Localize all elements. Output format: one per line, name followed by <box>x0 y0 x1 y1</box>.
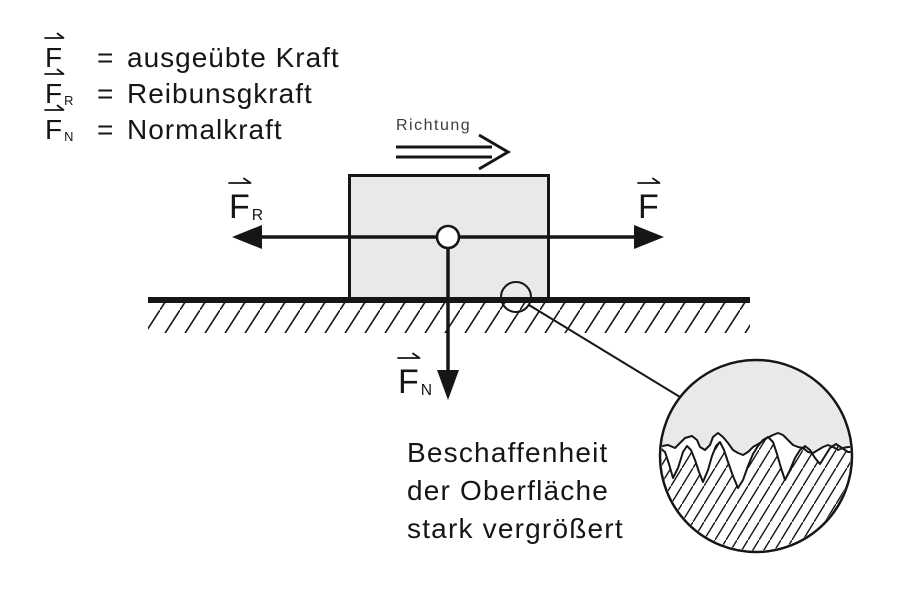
legend-row: F = ausgeübte Kraft <box>44 32 340 74</box>
caption-line: Beschaffenheit <box>407 437 609 468</box>
symbol-letter: F <box>229 188 251 226</box>
friction-force-label: FR <box>228 177 265 227</box>
force-symbol: FN <box>44 104 75 146</box>
symbol-subscript: N <box>64 128 75 144</box>
magnified-ground-surface <box>661 436 851 551</box>
vector-arrow-icon <box>44 68 65 75</box>
vector-arrow-icon <box>44 104 65 111</box>
vector-arrow-icon <box>637 177 661 184</box>
equals-sign: = <box>97 114 115 145</box>
vector-arrow-icon <box>44 32 65 39</box>
force-symbol: FR <box>44 68 75 110</box>
vector-arrow-icon <box>397 352 421 359</box>
zoom-connector-line <box>528 304 681 398</box>
caption-line: der Oberfläche <box>407 475 610 506</box>
legend-row: FR = Reibunsgkraft <box>44 68 340 110</box>
symbol-subscript: N <box>420 381 434 399</box>
equals-sign: = <box>97 78 115 109</box>
legend-term: Normalkraft <box>127 114 283 145</box>
center-pivot <box>435 224 461 250</box>
symbol-letter: F <box>638 188 660 226</box>
legend: F = ausgeübte Kraft FR = Reibunsgkraft F… <box>44 32 340 146</box>
friction-arrowhead-icon <box>232 225 262 249</box>
legend-term: Reibunsgkraft <box>127 78 313 109</box>
caption: Beschaffenheit der Oberfläche stark verg… <box>407 434 624 548</box>
symbol-letter: F <box>45 78 64 109</box>
direction-label: Richtung <box>396 117 472 134</box>
applied-arrowhead-icon <box>634 225 664 249</box>
normal-arrowhead-icon <box>437 370 459 400</box>
equals-sign: = <box>97 42 115 73</box>
caption-line: stark vergrößert <box>407 513 624 544</box>
symbol-subscript: R <box>251 206 265 224</box>
magnified-surface-content <box>661 361 851 551</box>
force-symbol: F <box>44 32 65 74</box>
symbol-letter: F <box>398 363 420 401</box>
legend-row: FN = Normalkraft <box>44 104 340 146</box>
contact-zoom-circle <box>500 281 532 313</box>
applied-force-label: F <box>637 177 661 227</box>
symbol-letter: F <box>45 114 64 145</box>
symbol-letter: F <box>45 42 64 73</box>
legend-term: ausgeübte Kraft <box>127 42 340 73</box>
symbol-subscript: R <box>64 92 75 108</box>
normal-force-label: FN <box>397 352 434 402</box>
magnified-block-surface <box>661 361 851 456</box>
direction-arrow-icon <box>396 133 511 171</box>
vector-arrow-icon <box>228 177 252 184</box>
